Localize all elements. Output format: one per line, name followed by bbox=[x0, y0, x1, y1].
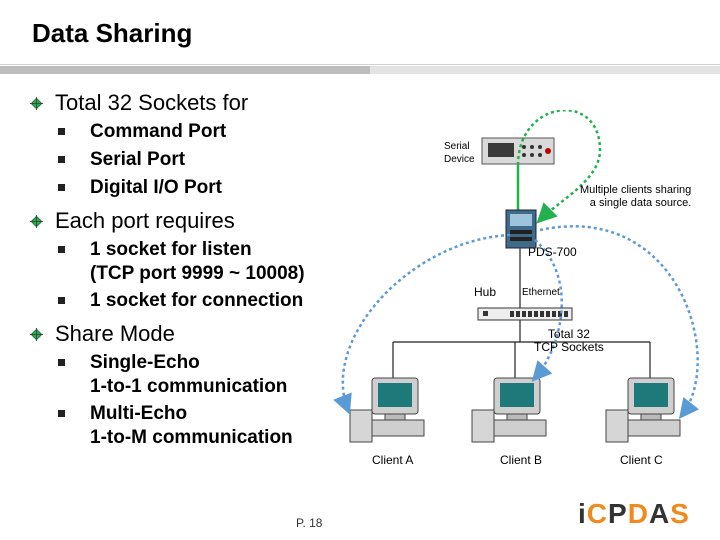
client-b-label: Client B bbox=[500, 453, 543, 467]
list-item: Serial Port bbox=[58, 148, 370, 172]
diamond-bullet-icon bbox=[30, 96, 43, 110]
section-heading: Each port requires bbox=[55, 208, 235, 233]
page-number: P. 18 bbox=[296, 516, 323, 530]
flow-client-c bbox=[539, 225, 700, 419]
section-sockets: Total 32 Sockets for Command Port Serial… bbox=[30, 88, 370, 200]
pds-module-icon bbox=[505, 209, 537, 249]
diamond-bullet-icon bbox=[30, 214, 43, 228]
slide-title: Data Sharing bbox=[32, 18, 193, 48]
pds-label: PDS-700 bbox=[528, 245, 577, 259]
client-c-computer-icon bbox=[605, 377, 681, 443]
serial-link-line bbox=[516, 108, 602, 224]
list-item: Digital I/O Port bbox=[58, 176, 370, 200]
serial-device-icon bbox=[481, 137, 555, 165]
section-port-requires: Each port requires 1 socket for listen(T… bbox=[30, 206, 370, 313]
hub-label: Hub bbox=[474, 285, 497, 299]
hub-icon bbox=[477, 307, 573, 321]
flow-client-a bbox=[333, 233, 511, 415]
total-sockets-label: Total 32 TCP Sockets bbox=[534, 327, 604, 354]
diamond-bullet-icon bbox=[30, 327, 43, 341]
section-heading: Total 32 Sockets for bbox=[55, 90, 249, 115]
multi-client-note: Multiple clients sharing a single data s… bbox=[580, 184, 692, 209]
list-item: Command Port bbox=[58, 120, 370, 144]
client-a-computer-icon bbox=[349, 377, 425, 443]
company-logo: iCPDAS bbox=[578, 498, 690, 529]
serial-device-label: Serial Device bbox=[444, 141, 475, 165]
section-heading: Share Mode bbox=[55, 321, 175, 346]
list-item: 1 socket for listen(TCP port 9999 ~ 1000… bbox=[58, 238, 370, 286]
ethernet-label: Ethernet bbox=[522, 287, 560, 298]
title-underline bbox=[0, 64, 720, 74]
diagram-graphics bbox=[333, 108, 700, 443]
network-diagram: Serial Device Multiple clients sharing a… bbox=[330, 108, 720, 530]
client-b-computer-icon bbox=[471, 377, 547, 443]
bullet-list: Total 32 Sockets for Command Port Serial… bbox=[30, 88, 370, 450]
list-item: 1 socket for connection bbox=[58, 289, 370, 313]
client-a-label: Client A bbox=[372, 453, 414, 467]
flow-client-b bbox=[531, 239, 564, 382]
client-c-label: Client C bbox=[620, 453, 663, 467]
